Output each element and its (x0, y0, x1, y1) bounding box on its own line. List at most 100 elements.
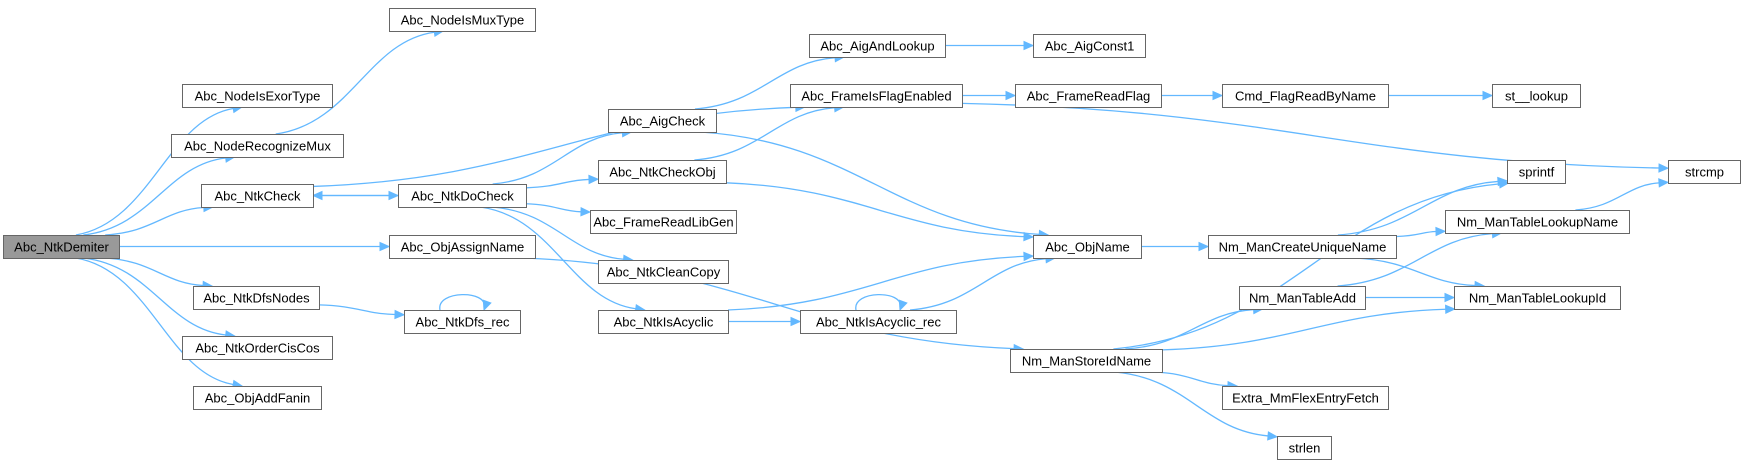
node-box (598, 260, 729, 284)
edge-line (439, 293, 485, 311)
node-abc-ntkdfs-rec[interactable]: Abc_NtkDfs_rec (404, 310, 521, 334)
node-abc-framereadlibgen[interactable]: Abc_FrameReadLibGen (590, 210, 737, 234)
node-label: Abc_NtkIsAcyclic (614, 315, 714, 330)
edge-line (909, 258, 1047, 311)
node-abc-objaddfanin[interactable]: Abc_ObjAddFanin (193, 386, 322, 410)
node-box (182, 84, 333, 108)
arrowhead (311, 190, 323, 201)
edge-abc-ntkisacyclic-rec-to-abc-objname (909, 254, 1057, 311)
node-box (1208, 235, 1397, 259)
node-box (182, 336, 333, 360)
arrowhead (580, 207, 592, 217)
arrowhead (1023, 231, 1035, 242)
node-abc-ntkcheckobj[interactable]: Abc_NtkCheckObj (598, 160, 727, 184)
edge-line (318, 304, 396, 316)
arrowhead (379, 241, 391, 252)
node-box (193, 386, 322, 410)
edge-line (1125, 308, 1254, 350)
edge-line (1354, 257, 1476, 287)
node-abc-ntkcheck[interactable]: Abc_NtkCheck (201, 184, 314, 208)
edge-abc-ntkdocheck-to-abc-framereadlibgen (525, 203, 592, 217)
node-abc-ntkdocheck[interactable]: Abc_NtkDoCheck (398, 184, 527, 208)
arrowhead (1005, 90, 1017, 101)
node-label: Abc_NtkCheck (215, 189, 301, 204)
edge-abc-ntkdfsnodes-to-abc-ntkdfs-rec (318, 304, 406, 320)
edge-line (83, 157, 226, 236)
node-nm-mantablelookupid[interactable]: Nm_ManTableLookupId (1454, 286, 1621, 310)
node-box (1492, 84, 1581, 108)
node-abc-ntkisacyclic[interactable]: Abc_NtkIsAcyclic (598, 310, 729, 334)
node-abc-aigcheck[interactable]: Abc_AigCheck (608, 109, 717, 133)
node-label: Nm_ManTableLookupId (1469, 291, 1606, 306)
arrowhead (588, 174, 600, 185)
node-box (398, 184, 527, 208)
node-extra-mmflexentryfetch[interactable]: Extra_MmFlexEntryFetch (1222, 386, 1389, 410)
node-cmd-flagreadbyname[interactable]: Cmd_FlagReadByName (1222, 84, 1389, 108)
node-abc-frameisflagenabled[interactable]: Abc_FrameIsFlagEnabled (790, 84, 963, 108)
node-nm-mantablelookupname[interactable]: Nm_ManTableLookupName (1445, 210, 1630, 234)
node-box (193, 286, 320, 310)
node-box (1668, 160, 1741, 184)
node-strlen[interactable]: strlen (1277, 436, 1332, 460)
node-label: strcmp (1685, 165, 1724, 180)
node-abc-ntkcleancopy[interactable]: Abc_NtkCleanCopy (598, 260, 729, 284)
edge-nm-manstoreidname-to-strlen (1114, 371, 1279, 441)
node-abc-nodeisexortype[interactable]: Abc_NodeIsExorType (182, 84, 333, 108)
node-nm-manstoreidname[interactable]: Nm_ManStoreIdName (1010, 349, 1163, 373)
edge-abc-ntkdemiter-to-abc-objassignname (118, 241, 391, 252)
node-st-lookup[interactable]: st__lookup (1492, 84, 1581, 108)
edge-line (525, 178, 590, 189)
edge-nm-mancreateuniquename-to-nm-mantablelookupid (1354, 257, 1486, 291)
node-sprintf[interactable]: sprintf (1507, 160, 1566, 184)
node-box (404, 310, 521, 334)
node-label: Abc_NodeIsMuxType (401, 13, 525, 28)
node-abc-aigandlookup[interactable]: Abc_AigAndLookup (809, 34, 946, 58)
node-abc-ntkdemiter[interactable]: Abc_NtkDemiter (3, 235, 120, 259)
arrowhead (1023, 40, 1035, 51)
node-box (598, 310, 729, 334)
arrowhead (1023, 251, 1035, 262)
node-label: Abc_NtkDoCheck (411, 189, 514, 204)
node-abc-framereadflag[interactable]: Abc_FrameReadFlag (1015, 84, 1162, 108)
edge-line (480, 206, 636, 310)
edge-abc-ntkisacyclic-to-abc-ntkisacyclic-rec (728, 316, 802, 327)
edge-line (83, 257, 226, 336)
node-abc-ntkorderciscos[interactable]: Abc_NtkOrderCisCos (182, 336, 333, 360)
node-label: Abc_FrameReadLibGen (593, 215, 733, 230)
node-abc-aigconst1[interactable]: Abc_AigConst1 (1033, 34, 1146, 58)
node-label: Cmd_FlagReadByName (1235, 89, 1376, 104)
node-box (598, 160, 727, 184)
edge-line (1395, 230, 1437, 238)
arrowhead (1198, 241, 1210, 252)
arrowhead (1435, 226, 1447, 237)
node-abc-objassignname[interactable]: Abc_ObjAssignName (389, 235, 536, 259)
edge-line (1154, 371, 1228, 387)
node-abc-ntkdfsnodes[interactable]: Abc_NtkDfsNodes (193, 286, 320, 310)
node-label: Abc_NtkCleanCopy (607, 265, 721, 280)
edge-abc-ntkdocheck-to-abc-ntkcheckobj (525, 174, 600, 189)
node-box (1445, 210, 1630, 234)
node-label: Abc_AigCheck (620, 114, 706, 129)
edge-line (727, 255, 1025, 311)
node-strcmp[interactable]: strcmp (1668, 160, 1741, 184)
node-label: Abc_FrameReadFlag (1027, 89, 1151, 104)
arrowhead (482, 299, 492, 312)
edge-abc-frameisflagenabled-to-abc-framereadflag (962, 90, 1017, 101)
node-box (590, 210, 737, 234)
arrowhead (1212, 90, 1224, 101)
arrowhead (790, 316, 802, 327)
node-abc-nodeismuxtype[interactable]: Abc_NodeIsMuxType (389, 8, 536, 32)
node-abc-ntkisacyclic-rec[interactable]: Abc_NtkIsAcyclic_rec (800, 310, 957, 334)
node-nm-mancreateuniquename[interactable]: Nm_ManCreateUniqueName (1208, 235, 1397, 259)
node-abc-noderecognizemux[interactable]: Abc_NodeRecognizeMux (171, 134, 344, 158)
node-box (3, 235, 120, 259)
node-nm-mantableadd[interactable]: Nm_ManTableAdd (1239, 286, 1366, 310)
node-label: Abc_AigAndLookup (820, 39, 934, 54)
arrowhead (1267, 431, 1279, 441)
edge-line (75, 107, 234, 236)
edge-line (275, 31, 435, 135)
node-label: Nm_ManTableLookupName (1457, 215, 1618, 230)
edge-abc-ntkdemiter-to-abc-nodeisexortype (75, 103, 244, 236)
node-abc-objname[interactable]: Abc_ObjName (1033, 235, 1142, 259)
